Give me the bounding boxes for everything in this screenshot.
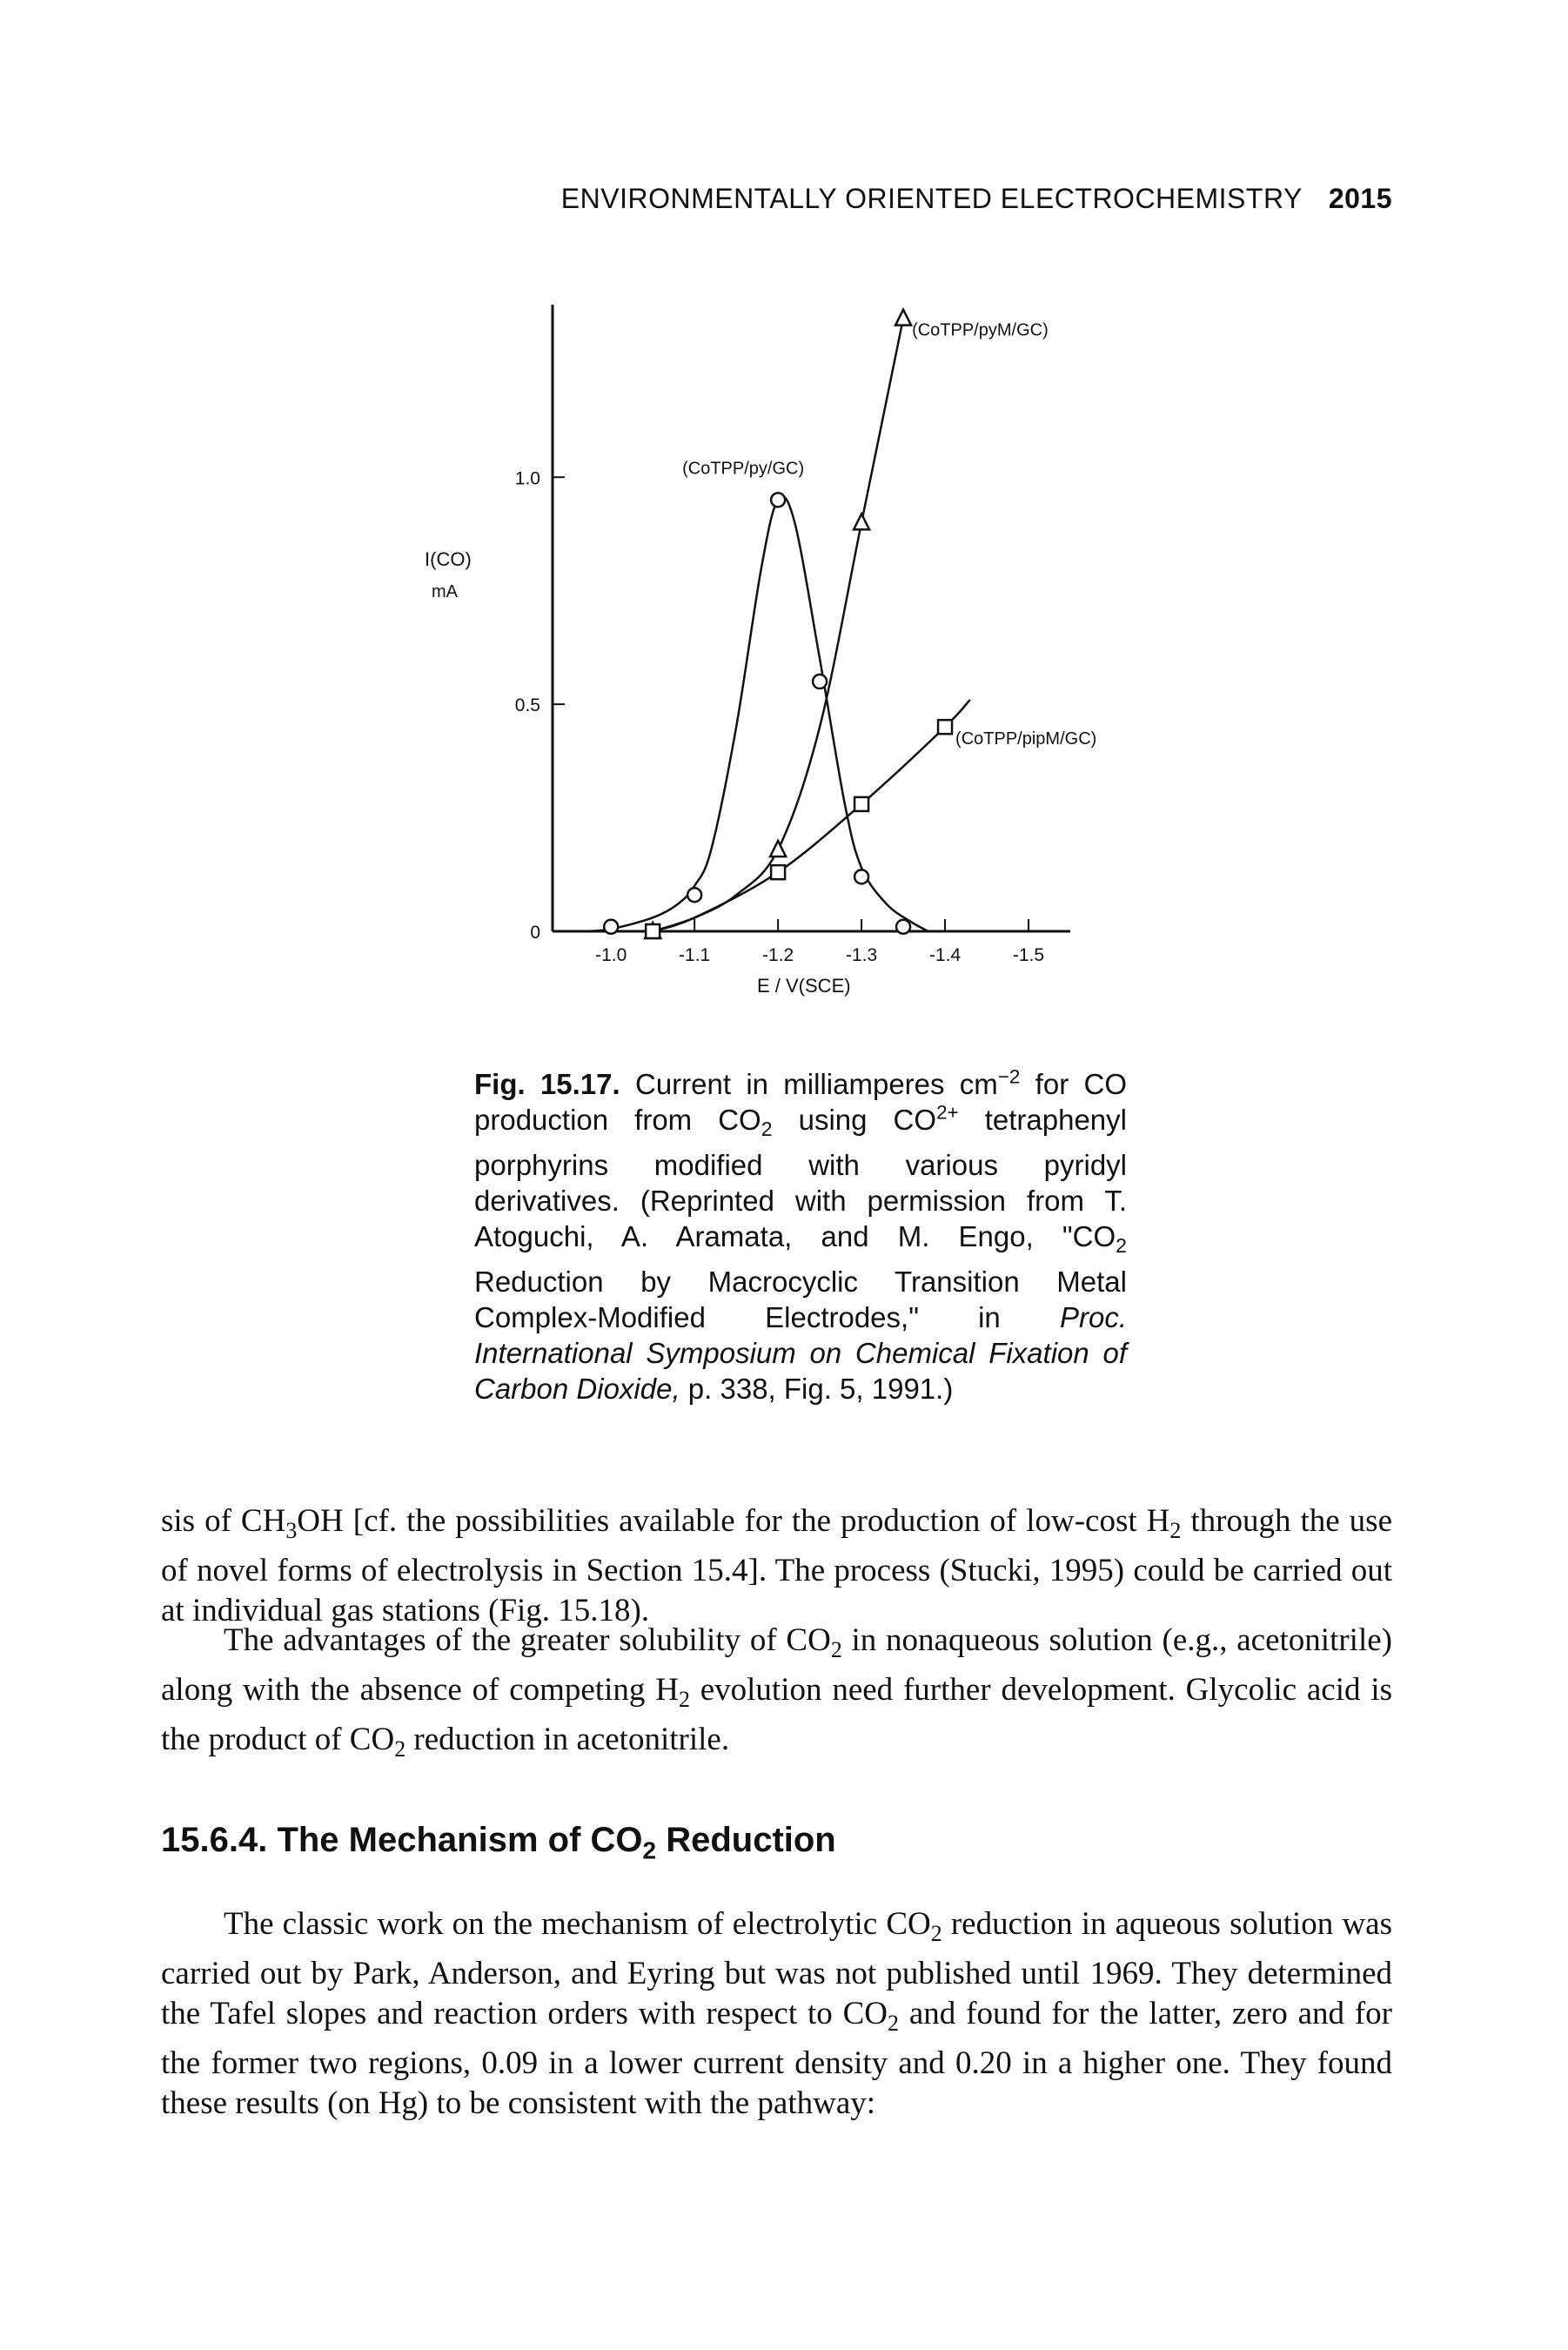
y-tick-label: 0.5 bbox=[515, 695, 540, 715]
paragraph-text: sis of CH bbox=[161, 1503, 286, 1539]
caption-text: Reduction by Macrocyclic Transition Meta… bbox=[474, 1265, 1127, 1333]
data-point-circle bbox=[811, 673, 828, 690]
series-layer: (CoTPP/py/GC) (CoTPP/pyM/GC) (CoTPP/pipM/G… bbox=[586, 306, 1096, 940]
subscript: 3 bbox=[285, 1517, 298, 1543]
paragraph-text: through the use of novel forms of electr… bbox=[161, 1503, 1393, 1628]
data-point-square bbox=[769, 863, 787, 881]
caption-subscript: 2 bbox=[1116, 1233, 1127, 1257]
body-paragraph: sis of CH3OH [cf. the possibilities avai… bbox=[161, 1501, 1392, 1631]
subscript: 2 bbox=[930, 1920, 942, 1946]
caption-superscript: 2+ bbox=[936, 1101, 959, 1124]
subscript: 2 bbox=[1169, 1517, 1182, 1543]
labels-layer: I(CO) mA E / V(SCE) bbox=[425, 548, 851, 997]
section-number: 15.6.4. bbox=[161, 1821, 268, 1859]
series-group: (CoTPP/py/GC) bbox=[586, 459, 929, 936]
caption-subscript: 2 bbox=[761, 1117, 773, 1140]
data-point-square bbox=[936, 718, 954, 735]
data-point-circle bbox=[686, 887, 703, 903]
subscript: 2 bbox=[642, 1836, 657, 1864]
caption-text: tetraphenyl porphyrins modified with var… bbox=[474, 1104, 1127, 1252]
paragraph-text: in nonaqueous solution (e.g., acetonitri… bbox=[161, 1622, 1392, 1708]
axes: -1.0 -1.1 -1.2 -1.3 -1.4 -1.5 0 0.5 1.0 bbox=[515, 305, 1070, 965]
data-point-circle bbox=[602, 918, 620, 936]
y-axis-label-line2: mA bbox=[432, 582, 459, 601]
data-point-circle bbox=[769, 492, 787, 508]
y-tick-label: 1.0 bbox=[515, 468, 540, 488]
figure-15-17-chart: -1.0 -1.1 -1.2 -1.3 -1.4 -1.5 0 0.5 1.0 (CoTPP/p… bbox=[425, 305, 1096, 997]
subscript: 2 bbox=[678, 1686, 690, 1712]
data-point-square bbox=[644, 923, 661, 940]
paragraph-text: reduction in aqueous solution was carrie… bbox=[161, 1906, 1392, 2031]
data-point-square bbox=[853, 796, 870, 813]
running-title: ENVIRONMENTALLY ORIENTED ELECTROCHEMISTR… bbox=[560, 183, 1303, 214]
data-point-triangle bbox=[894, 306, 914, 326]
series-line bbox=[586, 495, 929, 933]
page-number: 2015 bbox=[1328, 183, 1392, 214]
body-paragraph: The classic work on the mechanism of ele… bbox=[161, 1904, 1392, 2124]
series-group: (CoTPP/pipM/GC) bbox=[644, 699, 1096, 940]
y-axis-label-line1: I(CO) bbox=[425, 548, 472, 570]
subscript: 2 bbox=[830, 1636, 842, 1662]
series-label: (CoTPP/pipM/GC) bbox=[955, 729, 1096, 749]
series-label: (CoTPP/pyM/GC) bbox=[912, 321, 1049, 340]
data-point-triangle bbox=[852, 511, 872, 531]
paragraph-text: reduction in acetonitrile. bbox=[405, 1721, 730, 1757]
x-tick-label: -1.5 bbox=[1013, 945, 1044, 965]
caption-text: p. 338, Fig. 5, 1991.) bbox=[680, 1372, 954, 1405]
section-heading: 15.6.4. The Mechanism of CO2 Reduction bbox=[161, 1821, 836, 1864]
paragraph-text: The classic work on the mechanism of ele… bbox=[224, 1906, 931, 1942]
section-title: Reduction bbox=[656, 1821, 836, 1859]
subscript: 2 bbox=[888, 2010, 899, 2036]
paragraph-text: OH [cf. the possibilities available for … bbox=[297, 1503, 1170, 1539]
x-tick-label: -1.1 bbox=[679, 945, 710, 965]
caption-text: using CO bbox=[772, 1104, 937, 1136]
paragraph-text: The advantages of the greater solubility… bbox=[224, 1622, 831, 1658]
data-point-circle bbox=[853, 869, 870, 885]
data-point-triangle bbox=[768, 838, 788, 858]
series-label: (CoTPP/py/GC) bbox=[682, 459, 804, 478]
data-point-circle bbox=[895, 918, 912, 936]
figure-label: Fig. 15.17. bbox=[474, 1068, 620, 1100]
x-tick-label: -1.0 bbox=[595, 945, 627, 965]
caption-text: for CO production from CO bbox=[474, 1068, 1127, 1136]
series-group: (CoTPP/pyM/GC) bbox=[643, 306, 1049, 940]
caption-citation: Proc. International Symposium on Chemica… bbox=[474, 1300, 1127, 1405]
caption-superscript: −2 bbox=[997, 1065, 1021, 1088]
running-header: ENVIRONMENTALLY ORIENTED ELECTROCHEMISTR… bbox=[487, 183, 1392, 215]
x-axis-label: E / V(SCE) bbox=[757, 975, 851, 997]
section-title: The Mechanism of CO bbox=[267, 1821, 643, 1859]
subscript: 2 bbox=[394, 1736, 406, 1762]
x-tick-label: -1.4 bbox=[929, 945, 962, 965]
x-tick-label: -1.3 bbox=[846, 945, 877, 965]
y-tick-label: 0 bbox=[530, 923, 540, 943]
body-paragraph: The advantages of the greater solubility… bbox=[161, 1621, 1392, 1769]
caption-text: Current in milliamperes cm bbox=[620, 1068, 998, 1100]
x-tick-label: -1.2 bbox=[762, 945, 794, 965]
figure-caption: Fig. 15.17. Current in milliamperes cm−2… bbox=[474, 1066, 1127, 1407]
paragraph-text: and found for the latter, zero and for t… bbox=[161, 1995, 1393, 2121]
paragraph-text: evolution need further development. Glyc… bbox=[161, 1671, 1393, 1757]
